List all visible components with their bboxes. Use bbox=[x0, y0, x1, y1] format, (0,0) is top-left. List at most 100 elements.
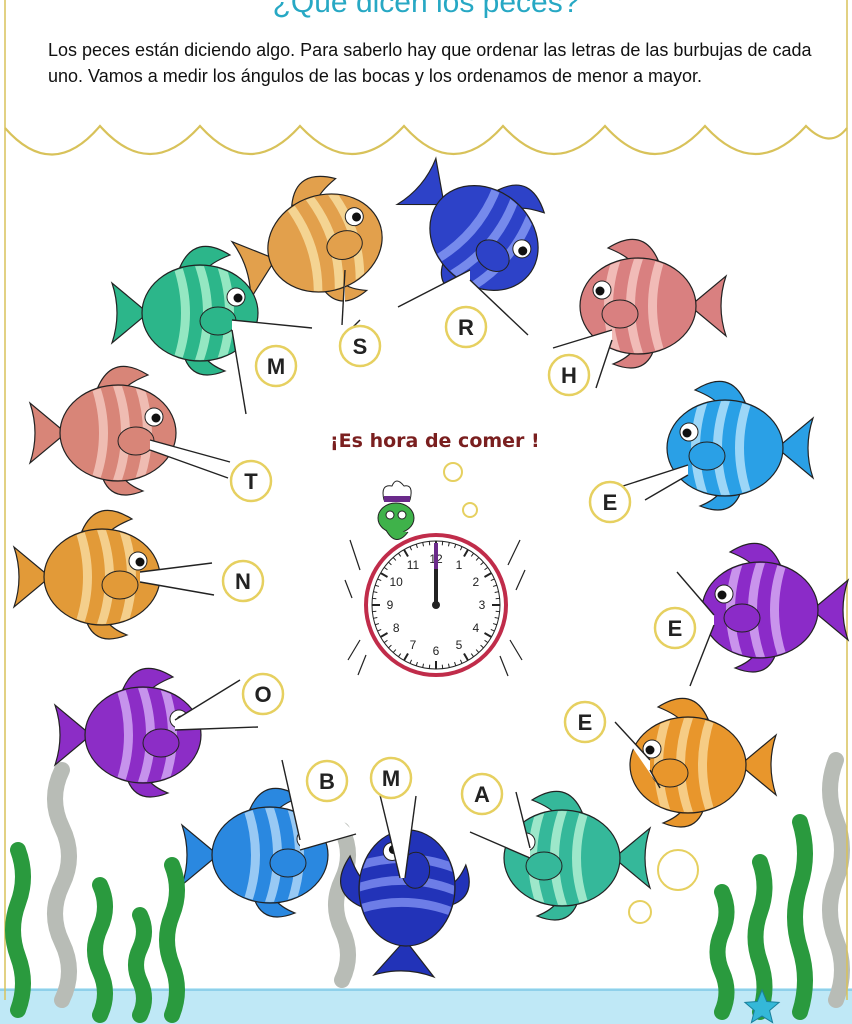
letter-bubble: S bbox=[338, 324, 382, 368]
clock-vibration-mark bbox=[507, 539, 521, 566]
air-bubble bbox=[628, 900, 652, 924]
mouth-line-upper bbox=[341, 269, 346, 326]
mouth-line-lower bbox=[469, 279, 529, 336]
fish-11: N bbox=[12, 509, 265, 640]
fish-mouth-opening bbox=[615, 722, 660, 788]
letter-bubble: M bbox=[254, 344, 298, 388]
mouth-line-lower bbox=[174, 726, 259, 731]
seaweed-front-3 bbox=[128, 907, 152, 1023]
mouth-line-upper bbox=[281, 759, 301, 841]
mouth-line-upper bbox=[397, 269, 471, 308]
fish-stripes bbox=[358, 853, 456, 920]
instructions-text: Los peces están diciendo algo. Para sabe… bbox=[48, 40, 812, 86]
bubble-circle bbox=[444, 305, 488, 349]
fish-pupil bbox=[518, 246, 528, 256]
fish-tail bbox=[811, 578, 850, 642]
bubble-circle bbox=[369, 756, 413, 800]
clock-number: 9 bbox=[387, 598, 394, 612]
seaweed-foreground bbox=[5, 814, 813, 1024]
clock-vibration-mark bbox=[515, 569, 526, 591]
fish-tail bbox=[613, 826, 652, 890]
clock-number: 7 bbox=[410, 638, 417, 652]
clock-tick bbox=[409, 659, 413, 664]
letter-bubble: B bbox=[305, 759, 349, 803]
clock-tick bbox=[388, 644, 392, 649]
bubble-letter: M bbox=[267, 354, 285, 379]
clock-tick bbox=[483, 632, 492, 638]
clock-tick bbox=[463, 652, 469, 661]
bubble-letter: N bbox=[235, 569, 251, 594]
bubble-letter: R bbox=[458, 315, 474, 340]
fish-cheek bbox=[525, 851, 563, 881]
clock-tick bbox=[480, 561, 484, 566]
clock-tick bbox=[459, 546, 463, 551]
fish-cheek bbox=[269, 848, 307, 878]
clock-tick bbox=[397, 653, 402, 658]
fish-body bbox=[666, 380, 815, 511]
clock-tick bbox=[494, 616, 499, 619]
hat-band bbox=[384, 496, 410, 502]
fish-stripes bbox=[88, 386, 152, 480]
fish-cheek bbox=[601, 299, 639, 329]
seaweed-front-7 bbox=[787, 814, 813, 1020]
seaweed-back-left bbox=[47, 762, 77, 1008]
fish-body bbox=[230, 175, 383, 305]
fish-pupil bbox=[233, 293, 243, 303]
clock-vibration-mark bbox=[509, 639, 523, 661]
seaweed-front-5 bbox=[709, 884, 735, 1020]
fish-cheek bbox=[101, 570, 139, 600]
mouth-line-lower bbox=[649, 769, 661, 789]
mouth-line-lower bbox=[139, 581, 215, 596]
mouth-line-upper bbox=[149, 439, 231, 463]
clock-number: 3 bbox=[479, 598, 486, 612]
bubble-letter: S bbox=[353, 334, 368, 359]
mouth-line-lower bbox=[149, 449, 229, 479]
clock-tick bbox=[415, 543, 418, 549]
clock-tick bbox=[459, 659, 463, 664]
clock-number: 2 bbox=[472, 575, 479, 589]
fish-stripes bbox=[72, 530, 136, 624]
fish-body bbox=[28, 365, 177, 496]
seaweed-back-center bbox=[328, 822, 356, 988]
clock-tick bbox=[447, 542, 450, 547]
clock-tick bbox=[490, 578, 495, 582]
clock-tick bbox=[383, 566, 388, 571]
fish-body bbox=[12, 509, 161, 640]
clock-tick bbox=[397, 552, 402, 557]
clock-tick bbox=[463, 549, 469, 558]
letter-bubble: R bbox=[444, 305, 488, 349]
bubble-letter: E bbox=[668, 616, 683, 641]
clock-tick bbox=[383, 639, 388, 644]
fish-mouth-opening bbox=[140, 563, 214, 595]
clock-tick bbox=[377, 578, 382, 582]
wave-divider bbox=[4, 0, 848, 1000]
mouth-line-upper bbox=[515, 791, 531, 849]
mouth-line-lower bbox=[689, 624, 715, 687]
clock-number: 1 bbox=[456, 558, 463, 572]
bubble-circle bbox=[588, 480, 632, 524]
fish-cheek bbox=[475, 239, 510, 272]
bubble-letter: M bbox=[382, 766, 400, 791]
fish-pupil bbox=[135, 557, 145, 567]
fish-stripes bbox=[113, 688, 177, 782]
clock-tick bbox=[483, 572, 492, 578]
bubble-circle bbox=[338, 324, 382, 368]
bubble-letter: E bbox=[603, 490, 618, 515]
clock-tick bbox=[470, 552, 475, 557]
fish-stripes bbox=[691, 401, 755, 495]
clock-vibration-mark bbox=[349, 539, 361, 571]
clock-tick bbox=[392, 557, 397, 561]
clock-tick bbox=[422, 663, 425, 668]
fish-torso bbox=[267, 193, 383, 293]
mouth-line-lower bbox=[231, 329, 247, 415]
clock-tick bbox=[380, 572, 389, 578]
fish-pupil bbox=[682, 428, 692, 438]
wave-line bbox=[4, 124, 848, 156]
mouth-line-upper bbox=[614, 721, 651, 761]
bubble-letter: H bbox=[561, 363, 577, 388]
mouth-line-upper bbox=[139, 562, 213, 573]
fish-4: E bbox=[588, 380, 815, 524]
bubble-letter: O bbox=[254, 682, 271, 707]
